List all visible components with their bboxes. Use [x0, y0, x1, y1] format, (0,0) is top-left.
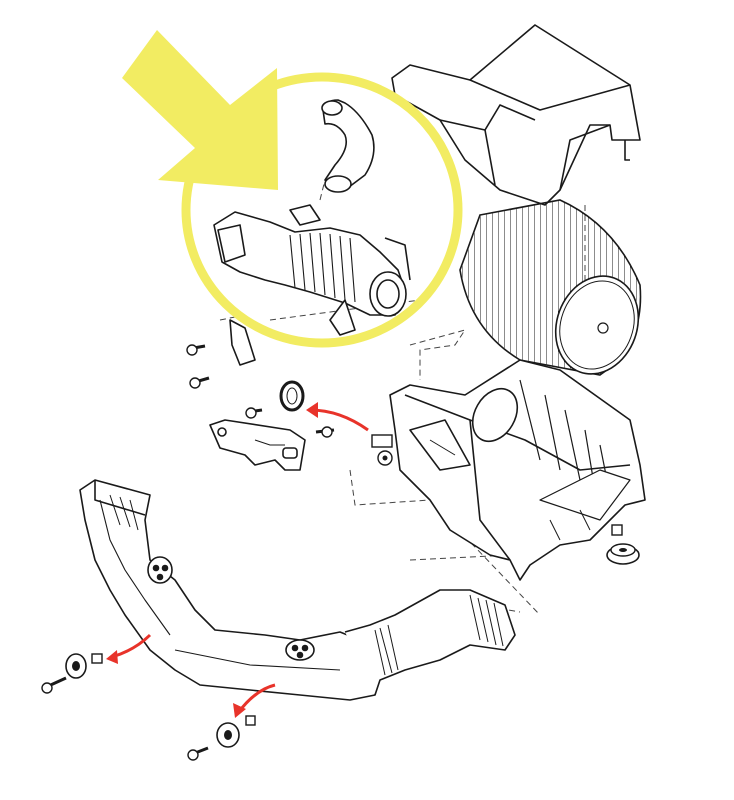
seal-ring: [279, 380, 305, 412]
air-box-lower-housing: [389, 359, 646, 581]
red-arrowhead: [106, 402, 318, 718]
air-filter-element: [459, 199, 642, 376]
grommet: [606, 524, 640, 565]
air-intake-duct: [79, 479, 516, 701]
rubber-mount: [65, 653, 256, 748]
highlight-circle: [181, 72, 463, 348]
hose-connector: [371, 434, 393, 466]
air-box-lid: [391, 24, 641, 206]
mounting-bracket: [209, 419, 306, 471]
bolt: [41, 344, 335, 761]
intake-hose-assembly: [213, 99, 411, 366]
yellow-pointer-arrow: [122, 30, 278, 190]
